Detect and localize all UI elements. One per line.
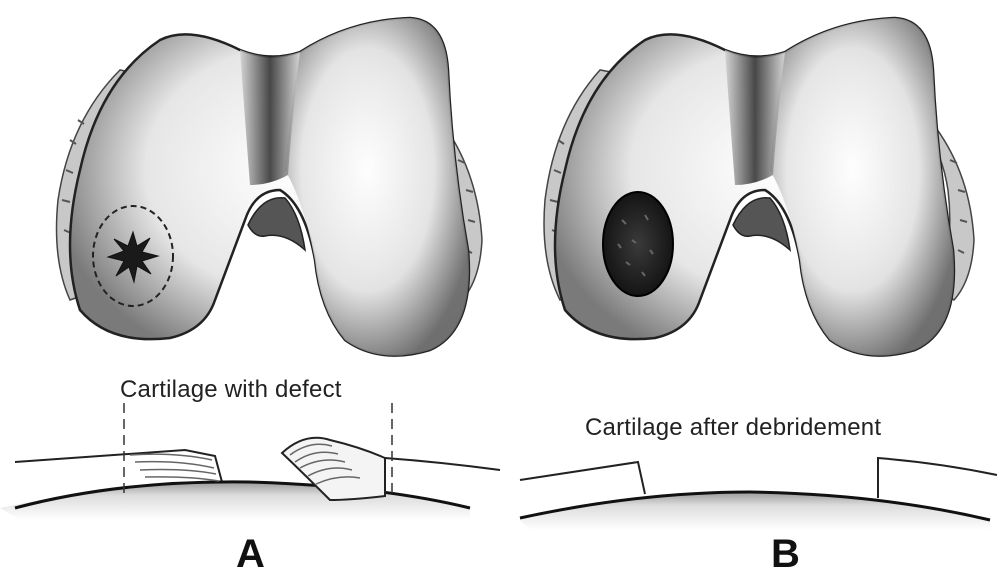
femur-illustration-a	[0, 0, 500, 583]
caption-cartilage-after-debridement: Cartilage after debridement	[585, 414, 881, 442]
debrided-lesion	[603, 192, 673, 296]
lateral-condyle-b	[770, 18, 954, 356]
panel-letter-a: A	[236, 532, 265, 577]
caption-cartilage-with-defect: Cartilage with defect	[120, 376, 342, 404]
panel-letter-b: B	[771, 532, 800, 577]
lateral-condyle-a	[285, 18, 469, 356]
panel-b: Cartilage after debridement B	[500, 0, 997, 583]
cartilage-cross-section-b	[500, 458, 997, 583]
panel-a: Cartilage with defect A	[0, 0, 500, 583]
femur-illustration-b	[500, 0, 997, 583]
